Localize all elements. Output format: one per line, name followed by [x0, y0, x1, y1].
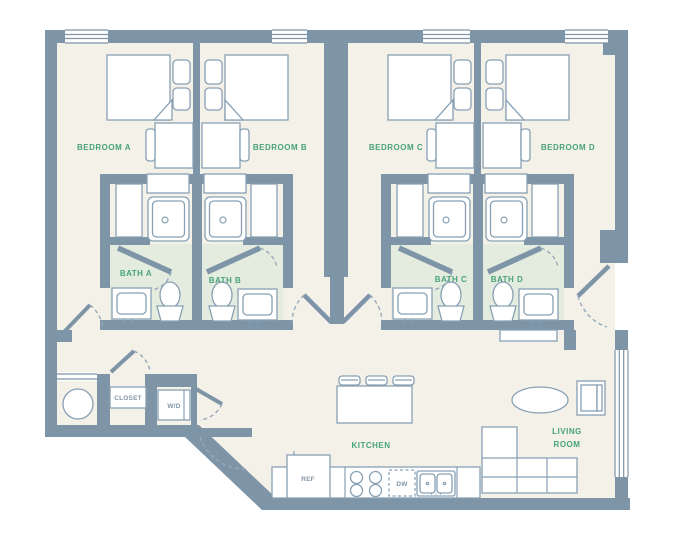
bath-c-label: BATH C	[435, 275, 468, 284]
kitchen-label: KITCHEN	[351, 441, 390, 450]
bed-icon	[204, 54, 289, 121]
pillow-icon	[172, 59, 191, 85]
bar-stool-icon	[392, 375, 415, 386]
glass-partition	[57, 372, 97, 381]
chair-icon	[239, 128, 250, 162]
pillow-icon	[172, 87, 191, 111]
bath-a-label: BATH A	[120, 269, 152, 278]
door-swing-icon	[133, 350, 151, 372]
vanity-icon	[203, 173, 247, 194]
bar-stool-icon	[338, 375, 361, 386]
angled-wall	[205, 245, 262, 275]
central-hall-doors	[291, 293, 383, 324]
shower-icon	[147, 196, 190, 242]
hall-door-left	[62, 303, 104, 334]
window-icon	[614, 350, 629, 477]
closet-door	[109, 349, 151, 374]
window-icon	[272, 29, 307, 44]
door-swing-icon	[369, 294, 383, 322]
left-wall	[45, 30, 57, 437]
pillow-icon	[204, 87, 223, 111]
washer-dryer-icon	[157, 389, 191, 421]
right-wall-upper	[615, 30, 628, 263]
bedroom-c-label: BEDROOM C	[369, 143, 423, 152]
door-swing-icon	[199, 436, 247, 470]
toilet-icon	[208, 281, 236, 322]
central-corridor-wall	[324, 30, 348, 277]
bedroom-b-label: BEDROOM B	[253, 143, 307, 152]
angled-wall	[116, 245, 173, 275]
vanity-icon	[146, 173, 190, 194]
kitchen-island-icon	[336, 375, 415, 424]
quadrant-bedrooms-cd	[381, 43, 574, 330]
window-icon	[565, 29, 608, 44]
living-room-label-line2: ROOM	[554, 440, 581, 449]
cooktop-icon	[349, 470, 383, 498]
door-swing-icon	[577, 295, 608, 328]
dishwasher-icon	[388, 469, 416, 497]
armchair-icon	[576, 380, 606, 416]
bedroom-divider-wall	[193, 43, 200, 174]
counter-seams	[344, 467, 458, 498]
dishwasher-label: DW	[396, 481, 408, 488]
door-swing-icon	[259, 247, 278, 268]
bed-icon	[106, 54, 191, 121]
double-sink-icon	[416, 470, 456, 497]
round-table-icon	[62, 388, 94, 420]
door-swing-icon	[291, 294, 305, 322]
bench-icon	[499, 329, 558, 342]
quadrant-bedrooms-ab	[100, 43, 293, 330]
window-icon	[65, 29, 108, 44]
washer-dryer-label: W/D	[167, 403, 180, 410]
pillow-icon	[204, 59, 223, 85]
refrigerator-label: REF	[301, 476, 315, 483]
desk-icon	[201, 122, 241, 169]
sink-icon	[111, 287, 152, 323]
door-swing-icon	[151, 271, 172, 291]
bottom-wall	[262, 498, 630, 510]
bath-divider-wall	[192, 174, 202, 330]
bar-stool-icon	[365, 375, 388, 386]
closet-box	[109, 386, 147, 409]
door-swing-icon	[89, 304, 104, 330]
wardrobe-icon	[250, 183, 278, 238]
living-room-label-line1: LIVING	[552, 427, 582, 436]
laundry-door	[195, 387, 223, 421]
window-icon	[423, 29, 470, 44]
closet-label: CLOSET	[114, 395, 142, 402]
wardrobe-icon	[115, 183, 143, 238]
desk-icon	[154, 122, 194, 169]
right-wall-jut	[600, 230, 615, 263]
sectional-sofa-icon	[481, 426, 578, 494]
refrigerator-icon	[286, 451, 331, 499]
bath-b-label: BATH B	[209, 276, 242, 285]
sink-icon	[237, 288, 278, 324]
bath-d-label: BATH D	[491, 275, 524, 284]
toilet-icon	[156, 281, 184, 322]
main-entry-door	[198, 428, 252, 470]
door-swing-icon	[199, 403, 223, 421]
bedroom-d-label: BEDROOM D	[541, 143, 595, 152]
chair-icon	[145, 128, 156, 162]
right-entry-door	[576, 264, 611, 328]
coffee-table-icon	[511, 386, 569, 414]
shower-icon	[204, 196, 247, 242]
bedroom-a-label: BEDROOM A	[77, 143, 131, 152]
